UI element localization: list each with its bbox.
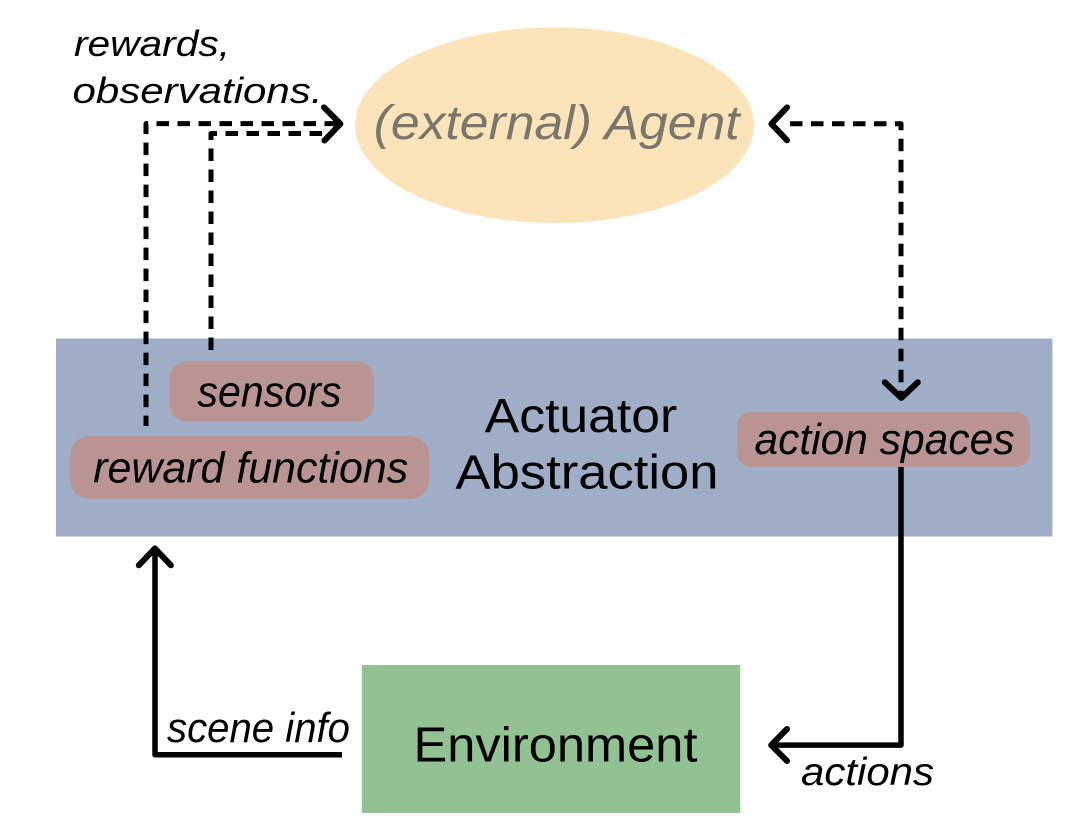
svg-text:sensors: sensors	[197, 367, 341, 416]
svg-text:rewards,: rewards,	[74, 23, 230, 64]
svg-text:reward functions: reward functions	[93, 444, 408, 493]
svg-text:actions: actions	[801, 751, 934, 794]
svg-text:(external) Agent: (external) Agent	[374, 97, 742, 150]
svg-text:scene info: scene info	[167, 704, 350, 751]
svg-text:Abstraction: Abstraction	[456, 447, 719, 500]
svg-text:action spaces: action spaces	[755, 415, 1015, 464]
svg-text:Environment: Environment	[414, 719, 698, 773]
svg-text:observations.: observations.	[73, 70, 323, 111]
svg-text:Actuator: Actuator	[485, 390, 678, 443]
